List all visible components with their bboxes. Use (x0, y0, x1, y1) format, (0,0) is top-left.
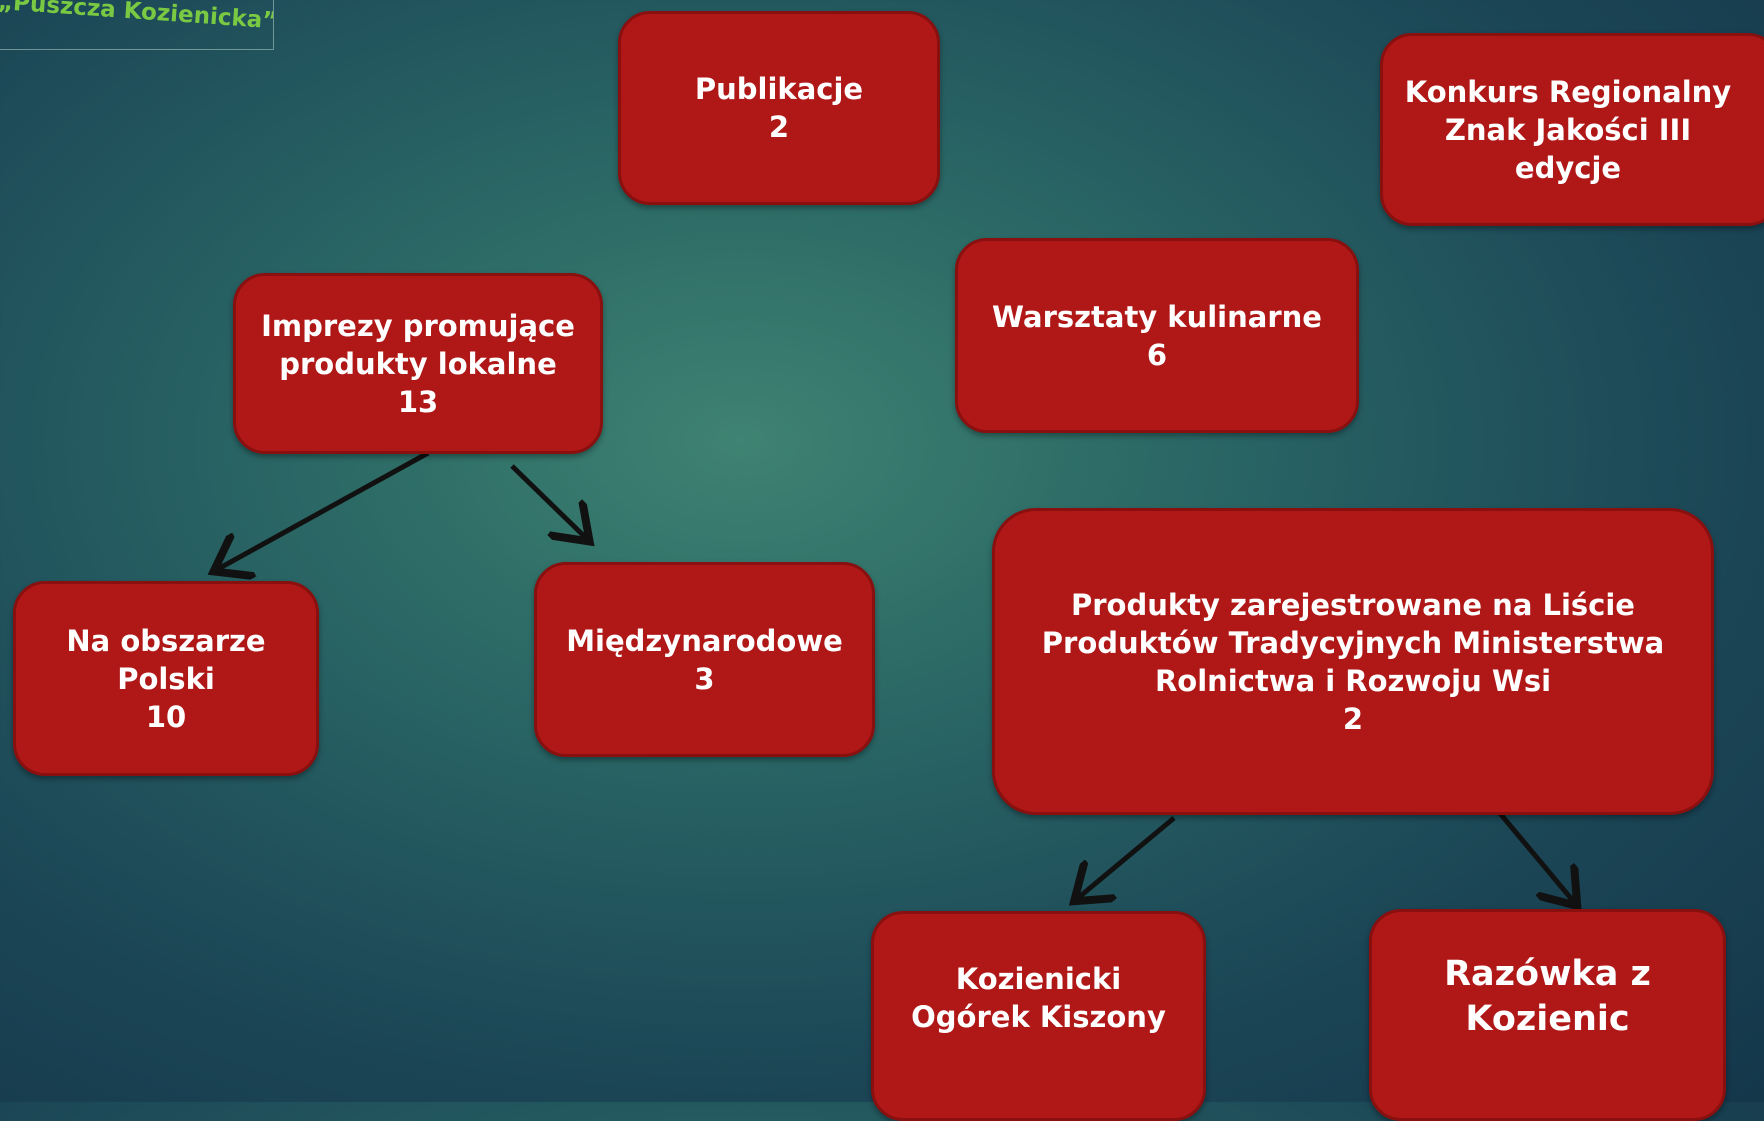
box-publikacje-title: Publikacje (694, 72, 864, 106)
box-razowka: Razówka z Kozienic (1369, 909, 1726, 1121)
arrow-imprezy-to-miedzynarodowe (510, 464, 586, 538)
box-warsztaty: Warsztaty kulinarne 6 (955, 238, 1359, 433)
box-konkurs-line3: edycje (1514, 150, 1622, 185)
box-konkurs-line2: Znak Jakości III (1444, 112, 1692, 147)
logo: „Puszcza Kozienicka” (0, 0, 274, 50)
logo-text: „Puszcza Kozienicka” (0, 0, 274, 35)
box-konkurs-line1: Konkurs Regionalny (1404, 74, 1732, 109)
box-warsztaty-title: Warsztaty kulinarne (992, 299, 1322, 334)
box-miedzynarodowe-count: 3 (694, 661, 715, 696)
box-na-obszarze-line1: Na obszarze (66, 623, 266, 658)
box-ogorek-kiszony: Kozienicki Ogórek Kiszony (871, 911, 1206, 1121)
box-miedzynarodowe: Międzynarodowe 3 (534, 562, 875, 757)
box-imprezy-line2: produkty lokalne (279, 346, 557, 381)
box-produkty-zarejestrowane: Produkty zarejestrowane na Liście Produk… (992, 508, 1714, 815)
box-publikacje-count: 2 (768, 110, 790, 144)
box-publikacje: Publikacje 2 (618, 11, 940, 205)
box-produkty-line2: Produktów Tradycyjnych Ministerstwa (1041, 625, 1665, 660)
box-na-obszarze-polski: Na obszarze Polski 10 (13, 581, 319, 776)
box-produkty-count: 2 (1342, 701, 1364, 736)
box-imprezy-count: 13 (397, 384, 439, 419)
box-na-obszarze-line2: Polski (117, 661, 215, 696)
box-imprezy-line1: Imprezy promujące (261, 308, 575, 343)
box-na-obszarze-count: 10 (145, 699, 187, 734)
box-razowka-line1: Razówka z (1444, 954, 1651, 994)
box-warsztaty-count: 6 (1146, 337, 1168, 372)
arrow-produkty-to-ogorek (1078, 816, 1176, 898)
box-konkurs: Konkurs Regionalny Znak Jakości III edyc… (1380, 33, 1764, 226)
box-ogorek-line1: Kozienicki (955, 962, 1122, 996)
box-produkty-line1: Produkty zarejestrowane na Liście (1071, 587, 1635, 622)
box-produkty-line3: Rolnictwa i Rozwoju Wsi (1154, 663, 1552, 698)
arrow-imprezy-to-polski (218, 450, 430, 569)
arrow-produkty-to-razowka (1496, 809, 1574, 902)
box-miedzynarodowe-title: Międzynarodowe (566, 623, 843, 658)
box-razowka-line2: Kozienic (1465, 999, 1630, 1039)
box-ogorek-line2: Ogórek Kiszony (911, 1000, 1166, 1034)
box-imprezy: Imprezy promujące produkty lokalne 13 (233, 273, 603, 454)
